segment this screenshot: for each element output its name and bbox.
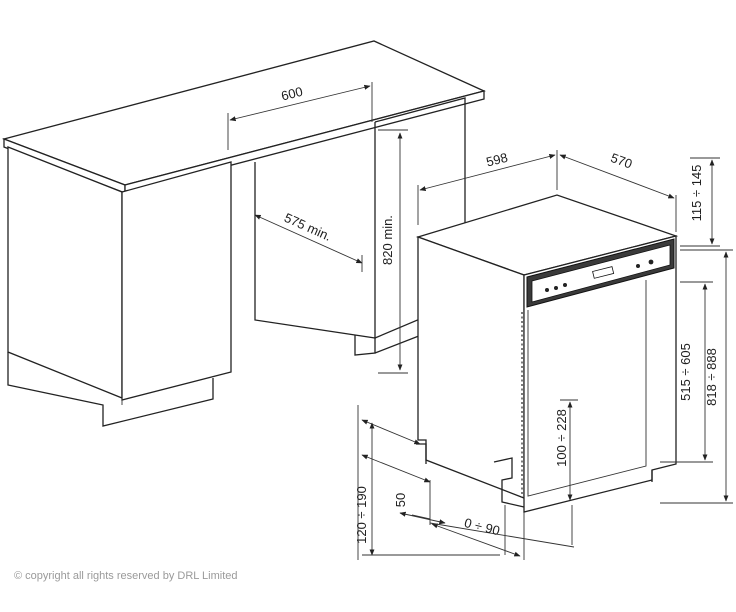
dim-120: 120 ÷ 190 — [354, 405, 500, 560]
dim-600: 600 — [227, 82, 373, 150]
dim-818: 818 ÷ 888 — [660, 249, 733, 504]
label-100: 100 ÷ 228 — [554, 409, 569, 467]
label-600: 600 — [280, 84, 305, 104]
label-820: 820 min. — [380, 215, 395, 265]
dim-50: 50 — [393, 493, 446, 525]
label-120: 120 ÷ 190 — [354, 486, 369, 544]
dishwasher — [415, 194, 679, 513]
dim-820: 820 min. — [378, 129, 408, 374]
dim-570: 570 — [559, 150, 677, 232]
label-570: 570 — [609, 150, 635, 172]
label-0-90: 0 ÷ 90 — [463, 515, 502, 538]
left-cabinet — [7, 146, 232, 427]
label-598: 598 — [485, 150, 510, 170]
label-115: 115 ÷ 145 — [689, 165, 704, 222]
copyright-notice: © copyright all rights reserved by DRL L… — [14, 570, 238, 582]
dim-575: 575 min. — [254, 210, 363, 272]
dim-598: 598 — [417, 150, 558, 225]
dim-115: 115 ÷ 145 — [680, 157, 720, 247]
label-515: 515 ÷ 605 — [678, 343, 693, 401]
label-818: 818 ÷ 888 — [704, 348, 719, 406]
label-50: 50 — [393, 493, 408, 507]
dim-515: 515 ÷ 605 — [660, 281, 713, 463]
dim-100: 100 ÷ 228 — [554, 399, 578, 501]
